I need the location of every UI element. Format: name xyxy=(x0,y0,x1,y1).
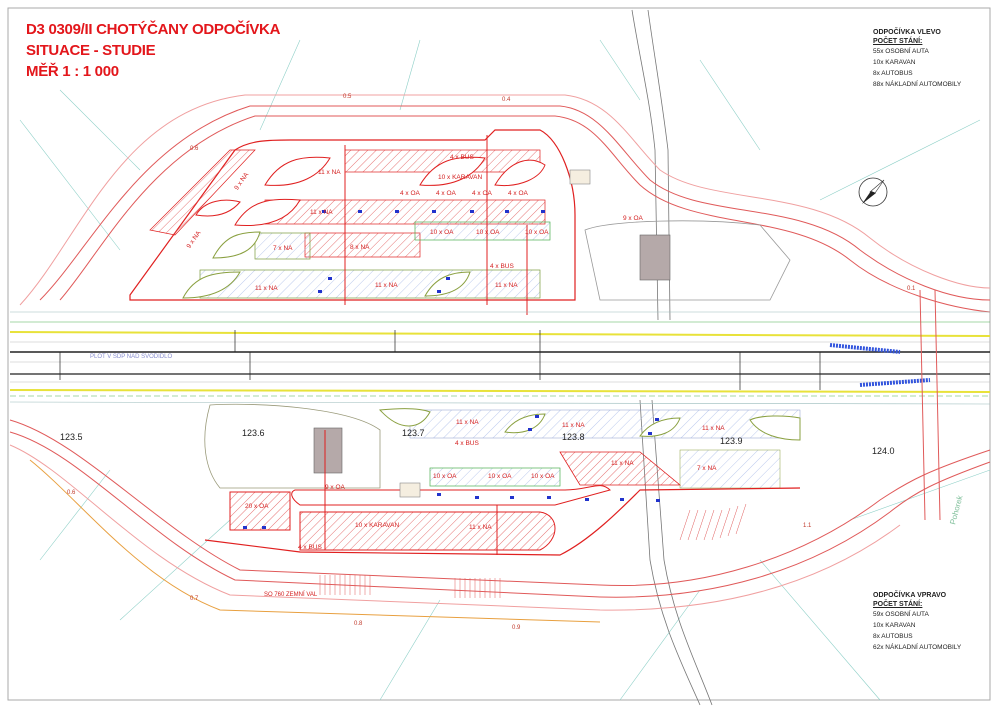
chainage-label: 0.6 xyxy=(67,490,76,496)
label-bottom-oa-2: 10 x OA xyxy=(488,473,512,480)
station-123-5: 123.5 xyxy=(60,432,83,442)
stream-name: Pohorek xyxy=(948,493,965,525)
legend-right-item: 8x AUTOBUS xyxy=(873,633,913,640)
earth-wall-note: SO 760 ZEMNÍ VAL xyxy=(264,591,318,598)
highway-d3 xyxy=(9,289,991,521)
top-access-road xyxy=(19,94,991,313)
station-123-9: 123.9 xyxy=(720,436,743,446)
crossing-road xyxy=(631,9,713,706)
label-top-na-4: 11 x NA xyxy=(375,282,398,289)
label-top-oa-9: 9 x OA xyxy=(623,215,644,222)
label-top-oa-4: 4 x OA xyxy=(508,190,529,197)
legend-right-item: 10x KARAVAN xyxy=(873,622,916,629)
label-bottom-bus-2: 4 x BUS xyxy=(298,544,323,551)
label-top-na-1: 11 x NA xyxy=(318,169,341,176)
chainage-label: 0.7 xyxy=(190,596,199,602)
label-top-karavan: 10 x KARAVAN xyxy=(438,174,482,181)
bottom-rest-area xyxy=(204,403,801,556)
label-bottom-na-2: 11 x NA xyxy=(562,422,585,429)
station-markers xyxy=(344,135,528,315)
drawing-subtitle: SITUACE - STUDIE xyxy=(26,42,156,59)
chainage-labels: 0.5 0.4 0.6 0.7 0.8 0.9 0.6 1.1 0.1 xyxy=(67,94,916,631)
chainage-label: 0.5 xyxy=(343,94,352,100)
top-rest-area xyxy=(129,129,576,315)
chainage-label: 0.6 xyxy=(190,146,199,152)
label-bottom-karavan: 10 x KARAVAN xyxy=(355,522,399,529)
label-top-oa-1: 4 x OA xyxy=(400,190,421,197)
bottom-access-road xyxy=(9,419,991,623)
label-top-na-2: 11 x NA xyxy=(310,209,333,216)
label-top-na-3: 11 x NA xyxy=(255,285,278,292)
legend-right-item: 62x NÁKLADNÍ AUTOMOBILY xyxy=(873,644,962,651)
top-service-area xyxy=(569,169,791,301)
legend-right-subheading: POČET STÁNÍ: xyxy=(873,601,923,608)
label-bottom-na-4: 11 x NA xyxy=(611,460,634,467)
label-top-bus-2: 4 x BUS xyxy=(490,263,515,270)
label-bottom-oa-9: 9 x OA xyxy=(325,484,346,491)
label-top-na-5: 11 x NA xyxy=(495,282,518,289)
legend-left-heading: ODPOČÍVKA VLEVO xyxy=(873,29,941,36)
label-bottom-oa-1: 10 x OA xyxy=(433,473,457,480)
label-top-oa-10c: 10 x OA xyxy=(525,229,549,236)
station-123-6: 123.6 xyxy=(242,428,265,438)
label-top-na-9b: 9 x NA xyxy=(186,229,203,250)
legend-right-item: 59x OSOBNÍ AUTA xyxy=(873,611,929,618)
label-top-oa-10a: 10 x OA xyxy=(430,229,454,236)
north-arrow-icon xyxy=(858,177,888,207)
label-bottom-na-7: 7 x NA xyxy=(697,465,717,472)
drawing-title: D3 0309/II CHOTÝČANY ODPOČÍVKA xyxy=(26,21,281,38)
station-124-0: 124.0 xyxy=(872,446,895,456)
legend-left-item: 88x NÁKLADNÍ AUTOMOBILY xyxy=(873,81,962,88)
fence-note: PLOT V SDP NAD SVODIDLO xyxy=(90,354,172,360)
label-bottom-na-5: 11 x NA xyxy=(469,524,492,531)
label-top-na-7: 7 x NA xyxy=(273,245,293,252)
label-bottom-na-1: 11 x NA xyxy=(456,419,479,426)
parcel-lines xyxy=(19,39,991,701)
label-bottom-bus-1: 4 x BUS xyxy=(455,440,480,447)
chainage-label: 0.8 xyxy=(354,621,363,627)
legend-right-rest-area: ODPOČÍVKA VPRAVO POČET STÁNÍ: 59x OSOBNÍ… xyxy=(873,591,961,653)
chainage-label: 0.1 xyxy=(907,286,916,292)
legend-right-heading: ODPOČÍVKA VPRAVO xyxy=(873,592,947,599)
label-bottom-oa-3: 10 x OA xyxy=(531,473,555,480)
station-123-7: 123.7 xyxy=(402,428,425,438)
top-parking-labels: 4 x BUS 11 x NA 10 x KARAVAN 4 x OA 4 x … xyxy=(186,154,644,292)
top-service-building xyxy=(639,234,671,281)
earth-wall-hatch xyxy=(319,503,747,598)
chainage-label: 1.1 xyxy=(803,523,812,529)
label-top-na-8: 8 x NA xyxy=(350,244,370,251)
legend-left-subheading: POČET STÁNÍ: xyxy=(873,38,923,45)
bottom-service-building xyxy=(313,427,343,474)
label-top-oa-10b: 10 x OA xyxy=(476,229,500,236)
legend-left-item: 10x KARAVAN xyxy=(873,59,916,66)
label-bottom-na-3: 11 x NA xyxy=(702,425,725,432)
legend-left-item: 8x AUTOBUS xyxy=(873,70,913,77)
label-top-na-9a: 9 x NA xyxy=(233,171,250,192)
label-bottom-oa-20: 20 x OA xyxy=(245,503,269,510)
legend-left-rest-area: ODPOČÍVKA VLEVO POČET STÁNÍ: 55x OSOBNÍ … xyxy=(873,28,961,90)
label-top-oa-2: 4 x OA xyxy=(436,190,457,197)
drawing-scale: MĚŘ 1 : 1 000 xyxy=(26,63,119,80)
sheet-frame xyxy=(7,7,991,701)
label-top-oa-3: 4 x OA xyxy=(472,190,493,197)
label-top-bus-1: 4 x BUS xyxy=(450,154,475,161)
station-123-8: 123.8 xyxy=(562,432,585,442)
legend-left-item: 55x OSOBNÍ AUTA xyxy=(873,48,929,55)
highway-stations: 123.5 123.6 123.7 123.8 123.9 124.0 xyxy=(60,428,895,456)
bottom-parking-labels: 11 x NA 11 x NA 11 x NA 4 x BUS 11 x NA … xyxy=(245,419,725,551)
chainage-label: 0.9 xyxy=(512,625,521,631)
chainage-label: 0.4 xyxy=(502,97,511,103)
